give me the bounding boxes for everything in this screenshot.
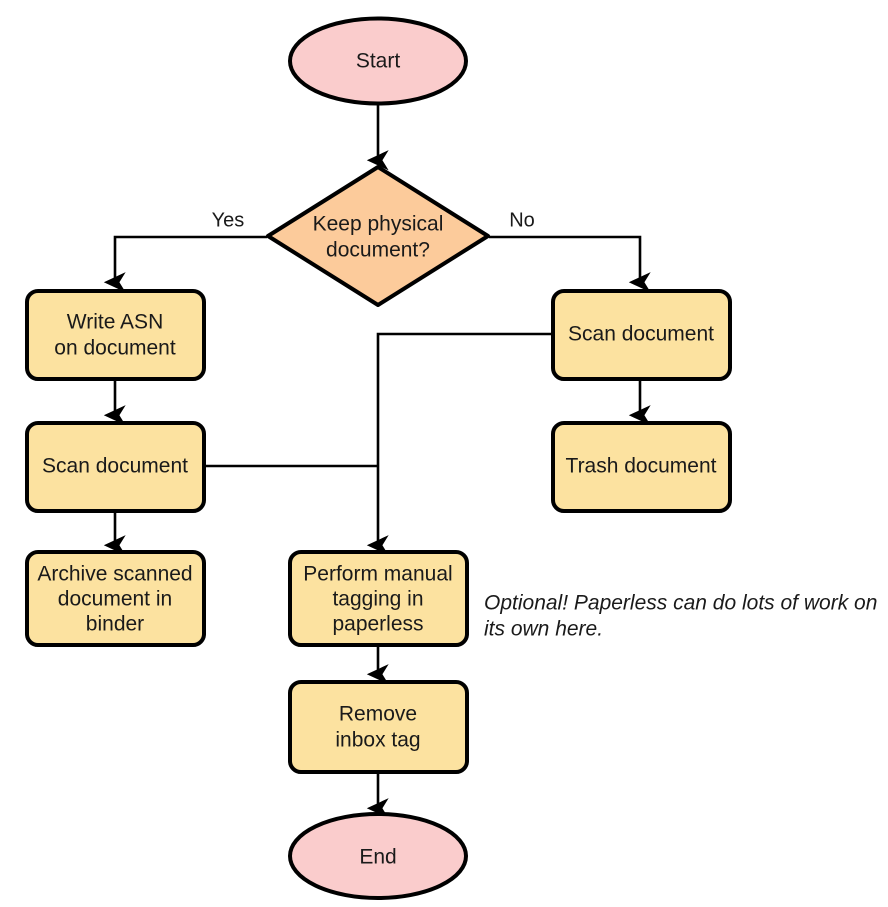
tagging-box [288, 550, 469, 647]
edge-label-yes: Yes [212, 209, 245, 231]
scan-right-box [551, 289, 732, 381]
write-asn-label-line1: Write ASN [67, 311, 163, 334]
decision-label-line1: Keep physical [313, 213, 444, 236]
edge-label-no: No [509, 209, 535, 231]
remove-inbox-label-line1: Remove [339, 703, 417, 726]
node-end[interactable]: End [288, 812, 468, 900]
scan-left-box [25, 421, 206, 513]
start-label: Start [356, 50, 401, 73]
trash-label: Trash document [566, 455, 717, 478]
trash-box [551, 421, 732, 513]
node-decision-keep-physical-document[interactable]: Keep physical document? [266, 165, 490, 307]
tagging-label-line1: Perform manual [303, 563, 452, 586]
tagging-label-line2: tagging in [332, 588, 423, 611]
scan-right-label: Scan document [568, 323, 714, 346]
tagging-label-line3: paperless [332, 613, 423, 636]
remove-inbox-label-line2: inbox tag [335, 729, 420, 752]
node-trash-document[interactable]: Trash document [551, 421, 732, 513]
annotation-optional-note: Optional! Paperless can do lots of work … [484, 592, 877, 641]
archive-label-line1: Archive scanned [37, 563, 192, 586]
scan-left-label: Scan document [42, 455, 188, 478]
write-asn-label-line2: on document [54, 337, 176, 360]
edge-decision-yes-to-write-asn [103, 235, 267, 293]
edge-decision-no-to-scan-right [489, 235, 651, 293]
node-start[interactable]: Start [288, 16, 468, 106]
archive-label-line3: binder [86, 613, 144, 636]
optional-note-line2: its own here. [484, 618, 603, 641]
node-scan-document-right[interactable]: Scan document [551, 289, 732, 381]
edge-scan-right-to-tagging [366, 332, 553, 556]
end-ellipse [288, 812, 468, 900]
write-asn-box [25, 289, 206, 381]
node-remove-inbox-tag[interactable]: Remove inbox tag [288, 680, 469, 774]
archive-label-line2: document in [58, 588, 172, 611]
start-ellipse [288, 16, 468, 106]
node-scan-document-left[interactable]: Scan document [25, 421, 206, 513]
node-archive-scanned-document[interactable]: Archive scanned document in binder [25, 550, 206, 647]
node-perform-manual-tagging[interactable]: Perform manual tagging in paperless [288, 550, 469, 647]
node-write-asn-on-document[interactable]: Write ASN on document [25, 289, 206, 381]
end-label: End [359, 846, 396, 869]
archive-box [25, 550, 206, 647]
remove-inbox-box [288, 680, 469, 774]
decision-diamond [266, 165, 490, 307]
decision-label-line2: document? [326, 239, 430, 262]
optional-note-line1: Optional! Paperless can do lots of work … [484, 592, 877, 615]
